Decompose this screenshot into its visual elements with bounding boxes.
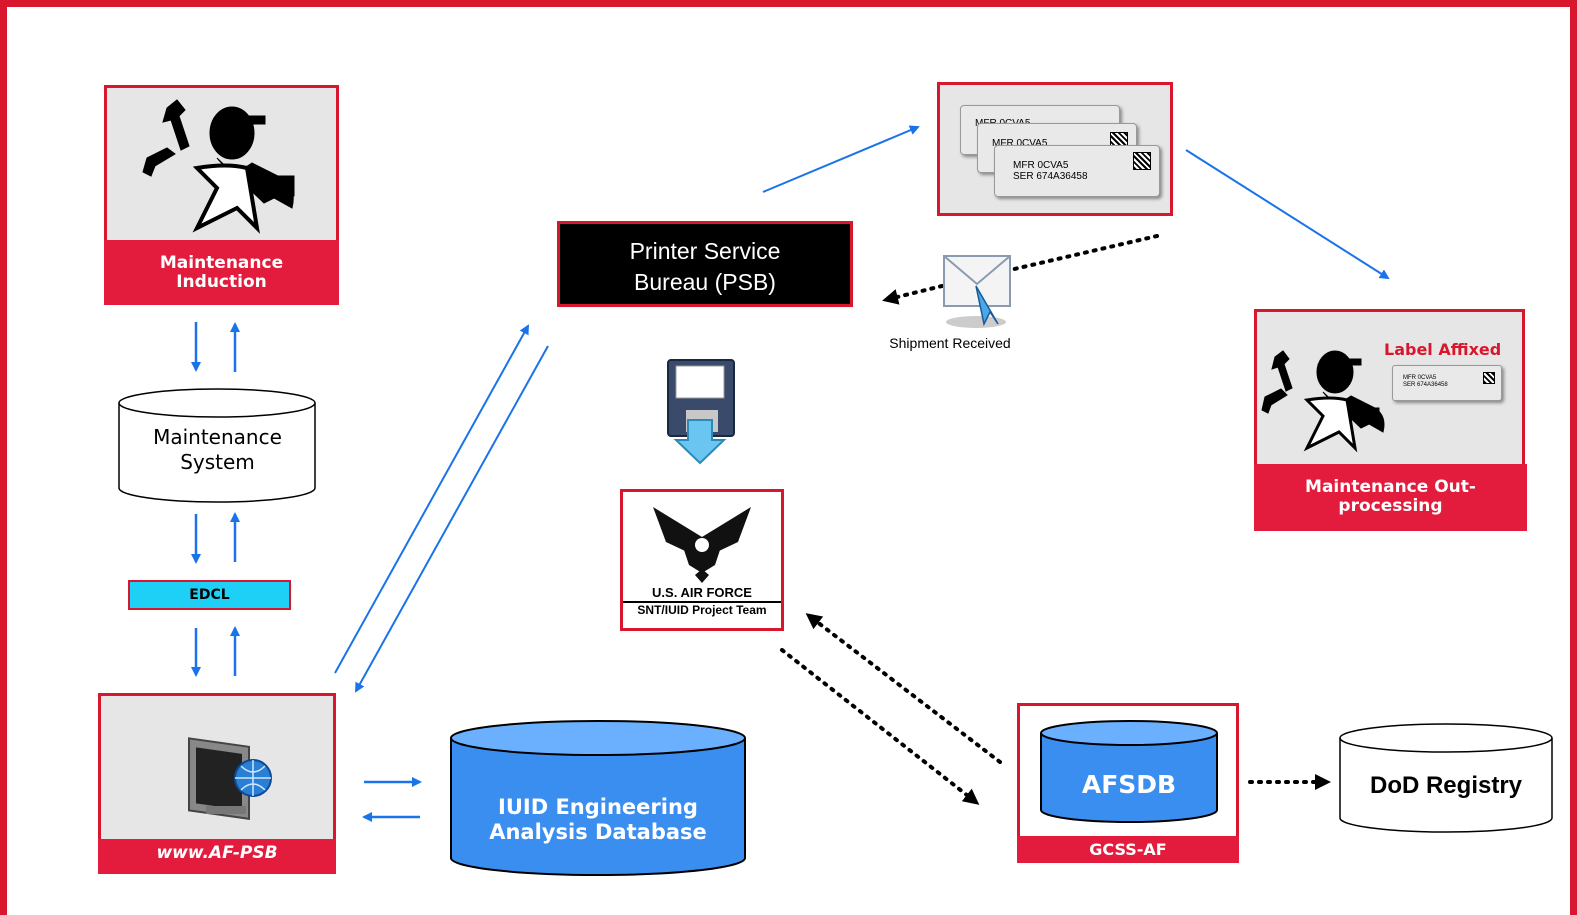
computer-globe-icon xyxy=(188,737,272,820)
qr-code-icon xyxy=(1133,152,1151,170)
dotted-airforce-to-gcss xyxy=(780,648,980,805)
dotted-labels-to-shipment xyxy=(1008,234,1159,272)
air-force-symbol-icon xyxy=(653,507,751,583)
affixed-label-line1: MFR 0CVA5 xyxy=(1403,375,1437,381)
label-card-3-line1: MFR 0CVA5 xyxy=(1013,160,1069,171)
printer-service-bureau-node: Printer Service Bureau (PSB) xyxy=(557,221,853,307)
arrow-psb-to-labels xyxy=(762,125,920,193)
air-force-team: SNT/IUID Project Team xyxy=(637,603,767,617)
label-card-3-line2: SER 674A36458 xyxy=(1013,171,1088,182)
label-card-3: MFR 0CVA5 SER 674A36458 xyxy=(994,145,1160,197)
dod-registry-label: DoD Registry xyxy=(1369,772,1523,799)
arrow-psb-to-afpsb xyxy=(355,345,549,693)
maintenance-outprocessing-node: Label Affixed MFR 0CVA5 SER 674A36458 Ma… xyxy=(1254,309,1527,531)
iuid-database-label: IUID Engineering Analysis Database xyxy=(489,795,707,844)
labels-node: MFR 0CVA5 MFR 0CVA5 MFR 0CVA5 SER 674A36… xyxy=(937,82,1173,216)
edcl-node: EDCL xyxy=(128,580,291,610)
af-psb-label: www.AF-PSB xyxy=(98,839,336,874)
affixed-label-line2: SER 674A36458 xyxy=(1403,382,1448,388)
maintenance-induction-label: Maintenance Induction xyxy=(104,240,339,305)
gcss-af-text: GCSS-AF xyxy=(1089,840,1167,859)
air-force-title: U.S. AIR FORCE xyxy=(623,585,781,603)
dotted-shipment-to-psb xyxy=(882,284,944,305)
floppy-disk-icon xyxy=(667,359,735,465)
arrow-afpsb-to-psb xyxy=(334,324,529,674)
air-force-node: U.S. AIR FORCE SNT/IUID Project Team xyxy=(620,489,784,631)
maintenance-outprocessing-text: Maintenance Out-processing xyxy=(1305,477,1476,516)
label-card-2-text: MFR 0CVA5 xyxy=(992,138,1048,149)
arrow-labels-to-outprocessing xyxy=(1185,149,1390,280)
qr-code-icon xyxy=(1483,372,1495,384)
dotted-gcss-to-airforce xyxy=(805,613,1002,764)
afsdb-label: AFSDB xyxy=(1081,770,1177,799)
maintenance-induction-node: Maintenance Induction xyxy=(104,85,339,305)
af-psb-text: www.AF-PSB xyxy=(156,843,278,863)
mechanic-icon xyxy=(142,99,295,234)
maintenance-induction-text: Maintenance Induction xyxy=(159,253,284,292)
affixed-label-card: MFR 0CVA5 SER 674A36458 xyxy=(1392,365,1502,401)
maintenance-system-label: Maintenance System xyxy=(153,425,282,474)
mechanic-icon xyxy=(1261,350,1385,453)
shipment-received-label: Shipment Received xyxy=(889,335,1011,351)
gcss-af-label: GCSS-AF xyxy=(1017,836,1239,863)
maintenance-outprocessing-label: Maintenance Out-processing xyxy=(1254,464,1527,531)
label-affixed-text: Label Affixed xyxy=(1384,340,1502,359)
printer-service-bureau-label: Printer Service Bureau (PSB) xyxy=(629,238,781,295)
gcss-af-node: GCSS-AF xyxy=(1017,703,1239,863)
envelope-icon xyxy=(943,255,1011,328)
af-psb-node: www.AF-PSB xyxy=(98,693,336,874)
edcl-label: EDCL xyxy=(189,587,230,603)
